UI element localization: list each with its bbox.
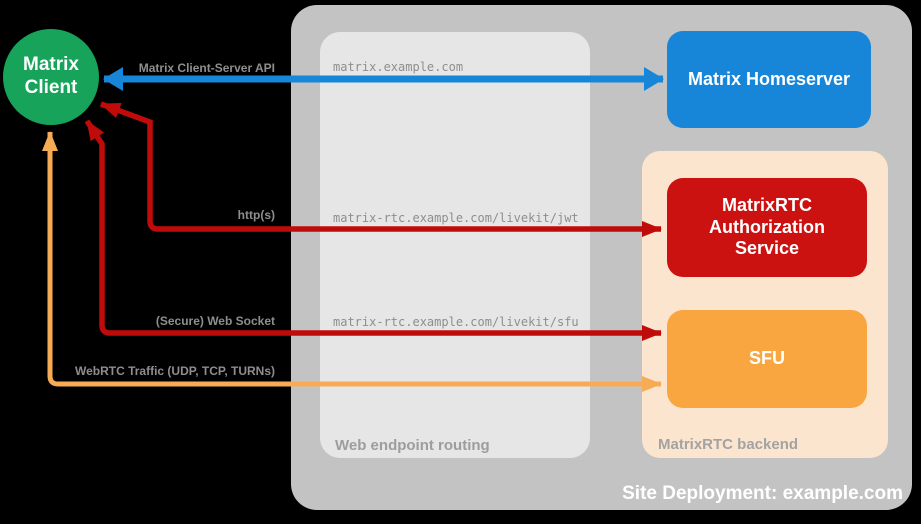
matrixrtc-auth-service-label: MatrixRTC Authorization Service	[709, 194, 825, 259]
websocket-label: (Secure) Web Socket	[155, 314, 275, 328]
endpoint-livekit-sfu: matrix-rtc.example.com/livekit/sfu	[333, 315, 579, 329]
client-server-api-label: Matrix Client-Server API	[138, 61, 275, 75]
matrix-client-label: Matrix Client	[23, 54, 79, 98]
matrix-homeserver-node: Matrix Homeserver	[667, 31, 871, 128]
web-endpoint-routing-label: Web endpoint routing	[335, 437, 490, 454]
https-label: http(s)	[237, 208, 275, 222]
matrixrtc-auth-service-node: MatrixRTC Authorization Service	[667, 178, 867, 277]
sfu-label: SFU	[749, 348, 785, 369]
sfu-node: SFU	[667, 310, 867, 408]
matrix-client-node: Matrix Client	[3, 29, 99, 125]
endpoint-livekit-jwt: matrix-rtc.example.com/livekit/jwt	[333, 211, 579, 225]
matrix-homeserver-label: Matrix Homeserver	[687, 68, 851, 89]
endpoint-matrix-example-com: matrix.example.com	[333, 60, 464, 74]
webrtc-traffic-label: WebRTC Traffic (UDP, TCP, TURNs)	[74, 364, 275, 378]
connection-webrtc	[42, 131, 662, 392]
site-deployment-title: Site Deployment: example.com	[622, 483, 903, 504]
matrixrtc-backend-label: MatrixRTC backend	[658, 436, 799, 453]
